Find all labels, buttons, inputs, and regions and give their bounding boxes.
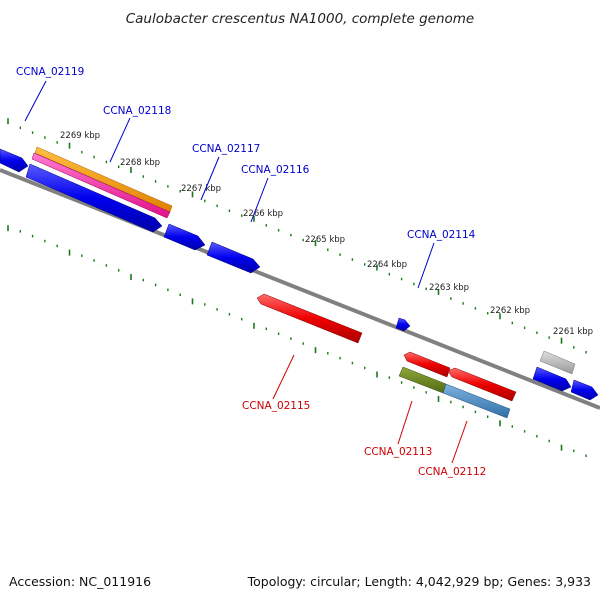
forward-gene-arrow[interactable] <box>395 317 411 332</box>
gene-feature-grey[interactable] <box>539 350 576 375</box>
reverse-gene-arrow[interactable] <box>447 367 517 402</box>
forward-label-leaders <box>24 80 435 289</box>
gene-label-ccna-02116[interactable]: CCNA_02116 <box>241 164 310 176</box>
gene-label-ccna-02115[interactable]: CCNA_02115 <box>242 400 310 412</box>
reverse-gene-arrow[interactable] <box>256 293 363 344</box>
gene-feature-pink[interactable] <box>31 152 171 219</box>
reverse-tick-row <box>7 225 587 457</box>
gene-label-ccna-02117[interactable]: CCNA_02117 <box>192 143 260 155</box>
footer-summary: Topology: circular; Length: 4,042,929 bp… <box>247 574 591 589</box>
forward-gene-arrow[interactable] <box>163 223 206 251</box>
forward-tick-row <box>7 118 587 354</box>
scale-label-2264: 2264 kbp <box>367 260 407 270</box>
gene-label-ccna-02114[interactable]: CCNA_02114 <box>407 229 476 241</box>
scale-label-2267: 2267 kbp <box>181 184 221 194</box>
scale-label-2263: 2263 kbp <box>429 283 469 293</box>
scale-label-2269: 2269 kbp <box>60 131 100 141</box>
forward-gene-arrow[interactable] <box>532 366 572 392</box>
reverse-label-leaders <box>272 354 468 464</box>
forward-gene-arrow[interactable] <box>206 241 261 274</box>
scale-label-2265: 2265 kbp <box>305 235 345 245</box>
forward-gene-arrow[interactable] <box>0 148 29 173</box>
footer-accession: Accession: NC_011916 <box>9 574 151 589</box>
forward-gene-arrow[interactable] <box>570 379 599 401</box>
scale-label-2266: 2266 kbp <box>243 209 283 219</box>
gene-label-ccna-02118[interactable]: CCNA_02118 <box>103 105 171 117</box>
genome-backbone <box>0 168 600 410</box>
reverse-gene-arrow[interactable] <box>403 351 451 378</box>
scale-label-2262: 2262 kbp <box>490 306 530 316</box>
scale-label-2261: 2261 kbp <box>553 327 593 337</box>
gene-label-ccna-02119[interactable]: CCNA_02119 <box>16 66 84 78</box>
forward-gene-arrow[interactable] <box>25 163 163 233</box>
map-title: Caulobacter crescentus NA1000, complete … <box>126 11 475 27</box>
scale-label-2268: 2268 kbp <box>120 158 160 168</box>
gene-feature-steel[interactable] <box>442 383 511 419</box>
gene-label-ccna-02112[interactable]: CCNA_02112 <box>418 466 486 478</box>
gene-label-ccna-02113[interactable]: CCNA_02113 <box>364 446 432 458</box>
